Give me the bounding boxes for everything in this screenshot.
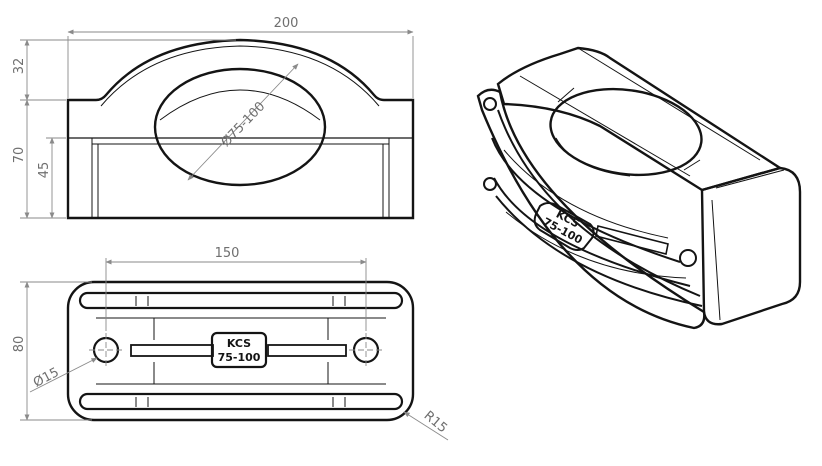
top-view-centerlines xyxy=(89,333,383,367)
iso-top-surface xyxy=(496,46,783,192)
top-view-bar-left xyxy=(130,344,214,357)
top-view: KCS 75-100 150 80 Ø15 R15 xyxy=(12,246,450,441)
iso-bore-inner-arc xyxy=(555,137,631,177)
iso-rib-2 xyxy=(491,137,681,263)
dim-70-text: 70 xyxy=(12,147,27,164)
dim-bore-leader xyxy=(187,63,299,181)
dim-bore-text: Ø75-100 xyxy=(219,99,269,150)
dim-32-text: 32 xyxy=(12,58,27,75)
dim-radius-leader xyxy=(403,411,449,441)
top-view-bar-right xyxy=(267,344,347,357)
dim-hole-text: Ø15 xyxy=(31,365,62,391)
top-view-hole-left xyxy=(92,336,120,364)
iso-hole-bottom-left xyxy=(483,177,497,191)
front-view-bore-inner-arc xyxy=(159,89,321,121)
dim-radius-text: R15 xyxy=(421,408,450,436)
dim-80-text: 80 xyxy=(12,336,27,353)
front-view-outline xyxy=(66,38,415,220)
iso-bar-slot xyxy=(595,225,669,255)
top-view-slot-top xyxy=(78,291,404,310)
iso-bore xyxy=(549,87,703,177)
iso-front-face xyxy=(476,88,706,330)
iso-rib-inner-2 xyxy=(505,211,687,279)
isometric-view: KCS 75-100 xyxy=(476,46,802,330)
top-view-label-line1: KCS xyxy=(227,337,251,350)
dim-150-text: 150 xyxy=(215,246,240,261)
front-view: 200 32 70 45 Ø75-100 xyxy=(12,16,415,220)
iso-rib-4 xyxy=(495,195,703,307)
iso-label-plate xyxy=(533,202,595,251)
top-view-label-line2: 75-100 xyxy=(218,351,261,364)
top-view-outline xyxy=(66,280,415,422)
front-view-cap-inner-line xyxy=(100,45,380,107)
iso-bore-split-left xyxy=(557,87,575,103)
iso-rib-inner-1 xyxy=(503,149,669,239)
dim-200-text: 200 xyxy=(274,16,299,31)
iso-hole-top-left xyxy=(483,97,497,111)
iso-top-back-line xyxy=(577,47,761,161)
iso-right-top-edge xyxy=(715,169,785,189)
top-view-slot-bottom xyxy=(78,392,404,411)
dim-hole-leader xyxy=(29,357,98,393)
top-view-label-plate xyxy=(210,331,268,369)
iso-bore-split-right xyxy=(683,159,701,171)
iso-hole-right xyxy=(679,249,697,267)
dim-45-text: 45 xyxy=(37,162,52,179)
iso-top-split-line xyxy=(519,75,691,177)
iso-right-inner-edge xyxy=(711,199,721,321)
iso-body-right-face xyxy=(700,166,802,326)
top-view-hole-right xyxy=(352,336,380,364)
